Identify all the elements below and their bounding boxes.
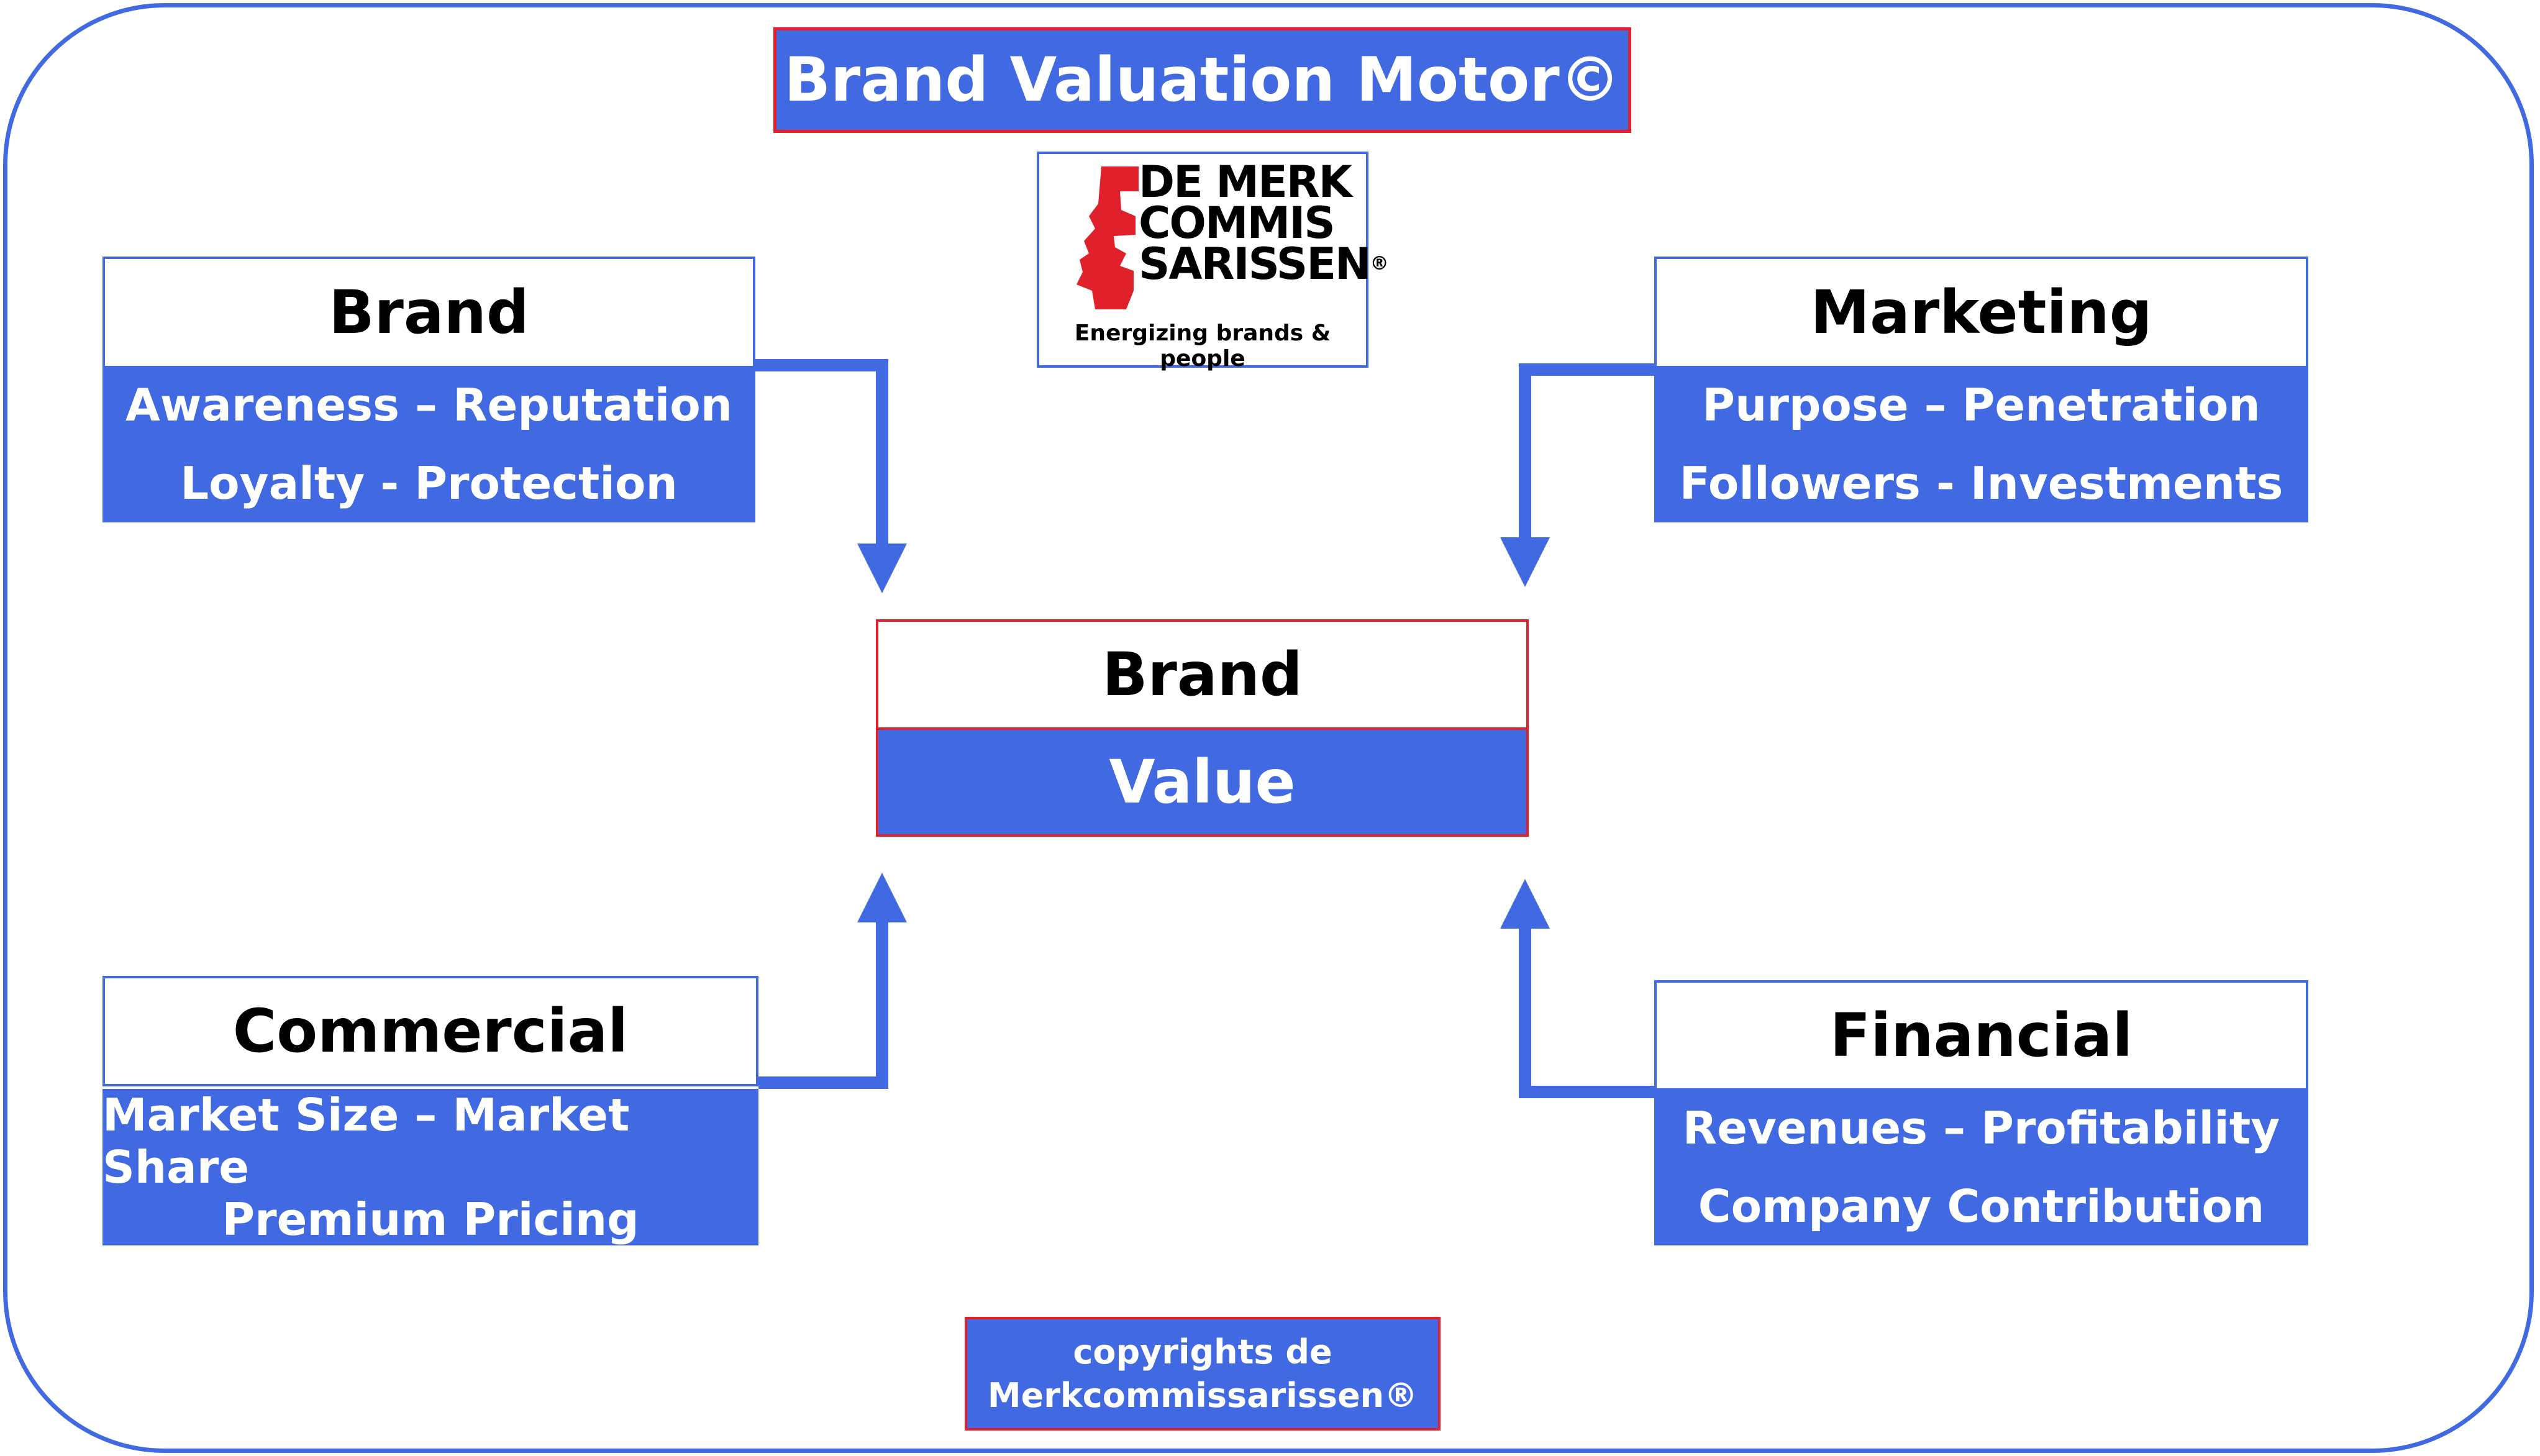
commercial-card: Commercial Market Size – Market Share Pr… bbox=[102, 976, 758, 1245]
arrow-brand-to-value bbox=[755, 359, 907, 593]
arrow-financial-to-value bbox=[1500, 879, 1654, 1098]
copyright-box: copyrights de Merkcommissarissen® bbox=[965, 1317, 1441, 1431]
copyright-line1: copyrights de bbox=[1073, 1332, 1332, 1372]
center-card-body: Value bbox=[876, 727, 1529, 837]
marketing-card-body: Purpose – Penetration Followers - Invest… bbox=[1654, 366, 2308, 522]
center-card-title: Brand bbox=[876, 619, 1529, 730]
title-banner: Brand Valuation Motor© bbox=[773, 27, 1631, 133]
commercial-card-title: Commercial bbox=[102, 976, 758, 1086]
logo-box: DE MERK COMMIS SARISSEN® Energizing bran… bbox=[1037, 152, 1389, 371]
brand-value-card: Brand Value bbox=[876, 619, 1529, 837]
marketing-card: Marketing Purpose – Penetration Follower… bbox=[1654, 257, 2308, 522]
profile-head-icon bbox=[1077, 166, 1139, 309]
logo-wordmark: DE MERK COMMIS SARISSEN® bbox=[1139, 157, 1389, 289]
logo-tagline: Energizing brands & people bbox=[1074, 321, 1331, 371]
marketing-card-line1: Purpose – Penetration bbox=[1702, 379, 2260, 431]
financial-card: Financial Revenues – Profitability Compa… bbox=[1654, 980, 2308, 1245]
logo-line-3: SARISSEN® bbox=[1139, 239, 1389, 289]
diagram-frame bbox=[3, 3, 2534, 1453]
financial-card-body: Revenues – Profitability Company Contrib… bbox=[1654, 1089, 2308, 1245]
financial-card-title: Financial bbox=[1654, 980, 2308, 1091]
logo-line-2: COMMIS bbox=[1139, 198, 1336, 248]
commercial-card-line2: Premium Pricing bbox=[222, 1193, 639, 1245]
brand-card: Brand Awareness – Reputation Loyalty - P… bbox=[102, 257, 755, 522]
brand-card-line2: Loyalty - Protection bbox=[180, 457, 678, 509]
financial-card-line1: Revenues – Profitability bbox=[1682, 1102, 2280, 1154]
commercial-card-body: Market Size – Market Share Premium Prici… bbox=[102, 1089, 758, 1245]
financial-card-line2: Company Contribution bbox=[1698, 1180, 2265, 1232]
brand-card-body: Awareness – Reputation Loyalty - Protect… bbox=[102, 366, 755, 522]
brand-card-title: Brand bbox=[102, 257, 755, 368]
arrow-commercial-to-value bbox=[758, 873, 907, 1089]
logo-line-1: DE MERK bbox=[1139, 157, 1352, 207]
marketing-card-line2: Followers - Investments bbox=[1679, 457, 2283, 509]
registered-mark: ® bbox=[1370, 253, 1389, 275]
diagram-title: Brand Valuation Motor© bbox=[784, 45, 1621, 116]
center-card-value: Value bbox=[1109, 747, 1296, 817]
arrow-marketing-to-value bbox=[1500, 363, 1654, 587]
brand-card-line1: Awareness – Reputation bbox=[125, 379, 732, 431]
copyright-line2: Merkcommissarissen® bbox=[987, 1375, 1418, 1415]
commercial-card-line1: Market Size – Market Share bbox=[102, 1089, 630, 1193]
